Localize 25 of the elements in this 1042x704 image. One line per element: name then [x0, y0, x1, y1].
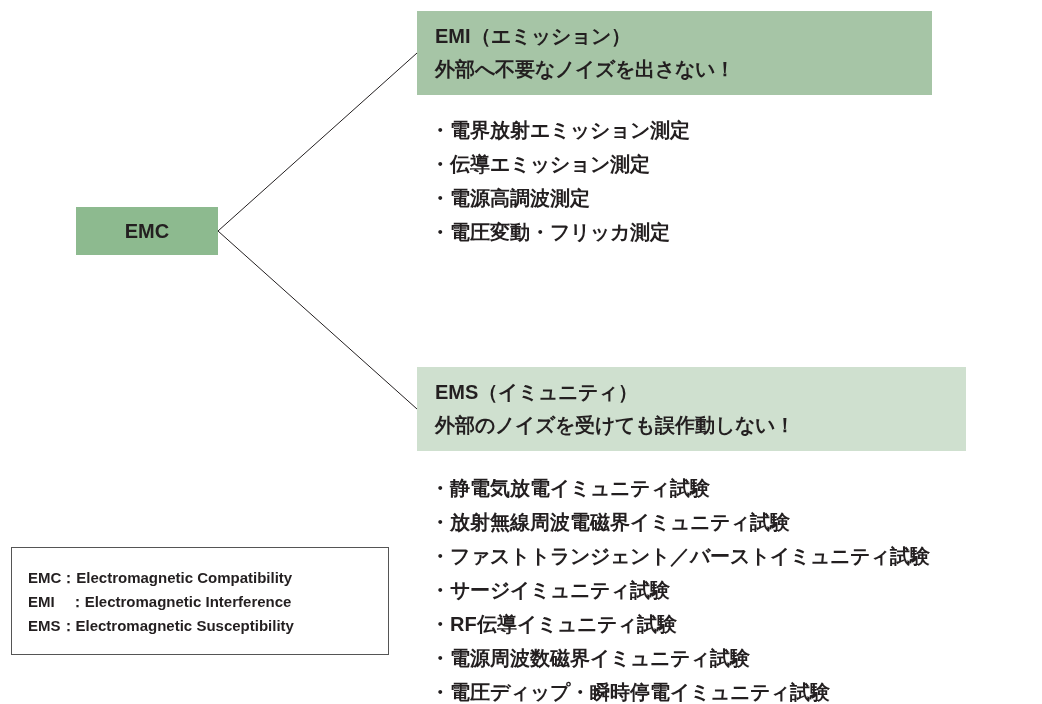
tagline: 外部のノイズを受けても誤作動しない！: [435, 413, 796, 438]
list-item: ・伝導エミッション測定: [430, 152, 650, 177]
list-item: ・放射無線周波電磁界イミュニティ試験: [430, 510, 790, 535]
tagline: 外部へ不要なノイズを出さない！: [435, 57, 736, 82]
list-item: ・電界放射エミッション測定: [430, 118, 690, 143]
heading: EMI（エミッション）: [435, 24, 632, 49]
process-box: [76, 207, 218, 255]
list-item: ・電圧ディップ・瞬時停電イミュニティ試験: [430, 680, 830, 704]
list-item: ・サージイミュニティ試験: [430, 578, 670, 603]
list-item: ・電圧変動・フリッカ測定: [430, 220, 670, 245]
category-box: [417, 11, 932, 95]
node-title: EMC: [124, 219, 170, 244]
connector-line: [217, 230, 418, 410]
list-item: ・静電気放電イミュニティ試験: [430, 476, 710, 501]
category-box: [417, 367, 966, 451]
list-item: ・電源高調波測定: [430, 186, 590, 211]
list-item: ・電源周波数磁界イミュニティ試験: [430, 646, 750, 671]
list-item: ・ファストトランジェント／バーストイミュニティ試験: [430, 544, 930, 569]
definition-text: EMC：Electromagnetic Compatibility: [28, 568, 294, 588]
definition-text: EMI ：Electromagnetic Interference: [28, 592, 293, 612]
heading: EMS（イミュニティ）: [435, 380, 640, 405]
legend-box: [11, 547, 389, 655]
definition-text: EMS：Electromagnetic Susceptibility: [28, 616, 295, 636]
connector-line: [217, 52, 418, 232]
list-item: ・RF伝導イミュニティ試験: [430, 612, 677, 637]
